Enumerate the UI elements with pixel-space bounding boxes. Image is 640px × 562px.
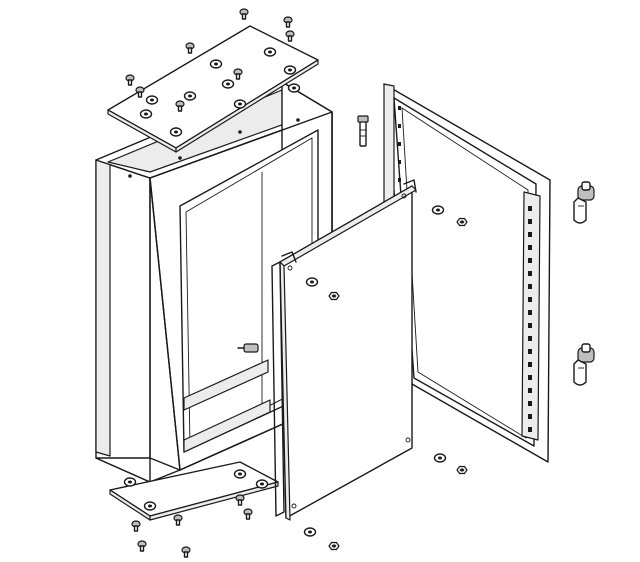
hinge-slot [398, 160, 401, 164]
bottom-plate-washer [123, 477, 137, 487]
top-plate-washer [287, 83, 301, 93]
top-screw [125, 74, 135, 86]
lower-nut [456, 465, 468, 475]
loose-hardware [303, 205, 468, 551]
bottom-screws [131, 494, 253, 558]
rail-slot [528, 310, 532, 315]
inner-earth-stud [237, 343, 259, 353]
quarter-turn-lock-upper [573, 181, 595, 224]
hinge-slot [398, 178, 401, 182]
door-rail-slots [528, 206, 532, 432]
top-plate-washer [183, 91, 197, 101]
top-rim-holes [128, 118, 300, 178]
door-right-rail [521, 191, 541, 441]
bottom-plate [109, 461, 279, 521]
top-plate-washer [145, 95, 159, 105]
rail-slot [528, 232, 532, 237]
rail-slot [528, 414, 532, 419]
rail-slot [528, 388, 532, 393]
top-screw [175, 100, 185, 112]
bottom-plate-washer [233, 469, 247, 479]
top-screw [233, 68, 243, 80]
bottom-washer [303, 527, 317, 537]
top-screw [135, 86, 145, 98]
mounting-plate [271, 179, 417, 521]
top-screw [185, 42, 195, 54]
rail-slot [528, 245, 532, 250]
bottom-plate-washer [255, 479, 269, 489]
rail-slot [528, 375, 532, 380]
bottom-screw [181, 546, 191, 558]
rail-slot [528, 427, 532, 432]
rail-slot [528, 258, 532, 263]
top-plate-holes [139, 47, 301, 137]
rail-slot [528, 219, 532, 224]
enclosure-inner-rail-bottom [183, 399, 271, 453]
top-plate-washer [139, 109, 153, 119]
top-plate-washer [221, 79, 235, 89]
top-screw [239, 8, 249, 20]
lower-washer [433, 453, 447, 463]
bottom-screw [131, 520, 141, 532]
door-nut [456, 217, 468, 227]
top-plate-washer [233, 99, 247, 109]
top-screws [125, 8, 295, 112]
bottom-screw [173, 514, 183, 526]
top-plate-washer [169, 127, 183, 137]
top-plate-washer [263, 47, 277, 57]
bottom-screw [137, 540, 147, 552]
plate-washer [305, 277, 319, 287]
rail-slot [528, 336, 532, 341]
door-inner-face [393, 97, 537, 447]
rail-slot [528, 297, 532, 302]
top-plate [107, 25, 319, 153]
enclosure-inner-rail-top [183, 359, 269, 411]
bottom-plate-washer [143, 501, 157, 511]
rail-slot [528, 362, 532, 367]
enclosure-left-edge [95, 159, 111, 457]
bottom-nut [328, 541, 340, 551]
quarter-turn-lock-lower [573, 343, 595, 386]
rail-slot [528, 284, 532, 289]
bottom-screw [235, 494, 245, 506]
hinge-slot [398, 142, 401, 146]
top-screw [285, 30, 295, 42]
rail-slot [528, 206, 532, 211]
rail-slot [528, 271, 532, 276]
hinge-slot [398, 124, 401, 128]
top-plate-washer [209, 59, 223, 69]
bottom-screw [243, 508, 253, 520]
door-washer [431, 205, 445, 215]
bottom-plate-holes [123, 469, 269, 511]
earthing-bolt [357, 115, 369, 147]
rail-slot [528, 401, 532, 406]
top-plate-washer [283, 65, 297, 75]
top-screw [283, 16, 293, 28]
door [383, 83, 551, 463]
rail-slot [528, 323, 532, 328]
hinge-slot [398, 106, 401, 110]
rail-slot [528, 349, 532, 354]
plate-nut [328, 291, 340, 301]
